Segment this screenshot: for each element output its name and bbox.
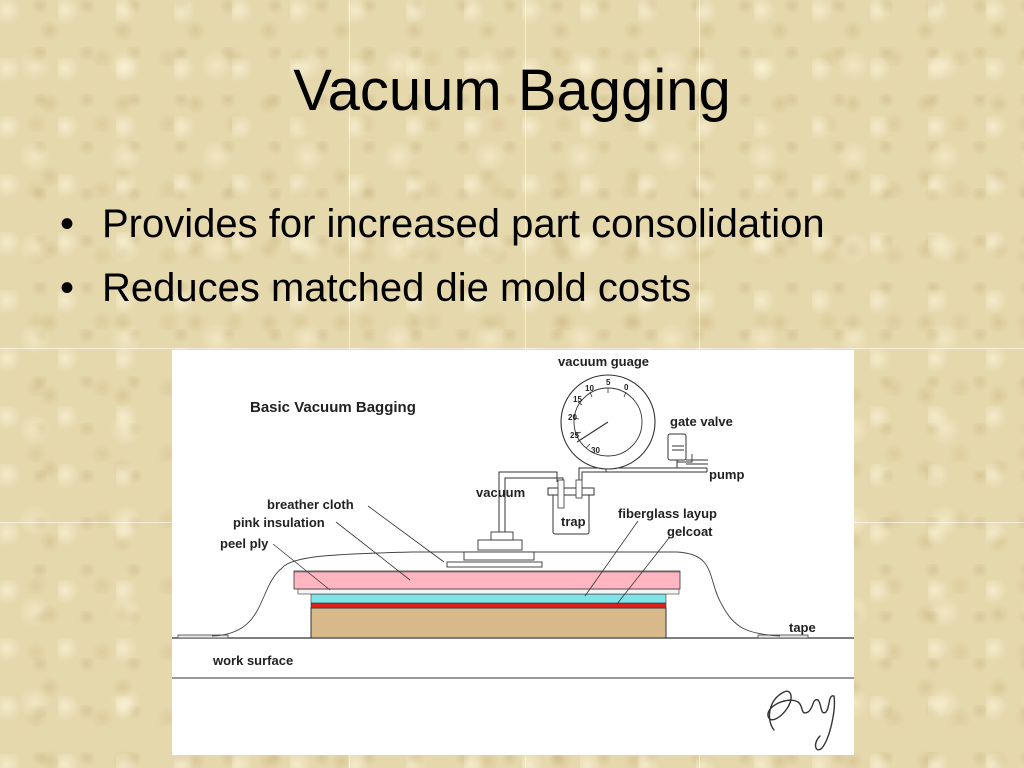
gelcoat-label: gelcoat — [667, 524, 713, 539]
bullet-list: • Provides for increased part consolidati… — [60, 192, 825, 320]
peel-ply-label: peel ply — [220, 536, 269, 551]
tape-right — [757, 634, 809, 639]
vacuum-port-flange — [463, 551, 535, 561]
bullet-text: Provides for increased part consolidatio… — [102, 202, 825, 246]
vacuum-gauge-label: vacuum guage — [558, 354, 649, 369]
fiberglass-layup-label: fiberglass layup — [618, 506, 717, 521]
pump-label: pump — [709, 467, 744, 482]
vacuum-port-base — [446, 561, 543, 568]
gauge-tick-label: 0 — [624, 383, 629, 392]
slide-title: Vacuum Bagging — [293, 58, 731, 123]
vacuum-port-neck — [477, 539, 523, 551]
bullet-text: Reduces matched die mold costs — [102, 266, 692, 310]
trap-label: trap — [561, 514, 586, 529]
trap-inlet-pipe — [557, 479, 565, 509]
gauge-tick-label: 10 — [585, 384, 594, 393]
bullet-item: • Provides for increased part consolidati… — [60, 192, 825, 256]
bullet-dot-icon: • — [60, 202, 75, 246]
vacuum-hose — [498, 471, 558, 532]
trap-outlet-pipe — [575, 479, 583, 499]
leader-lines — [272, 505, 670, 605]
peel-ply-layer — [297, 588, 680, 595]
work-surface-label: work surface — [212, 653, 293, 668]
gate-valve-handle — [672, 445, 684, 451]
vacuum-port-nut — [490, 531, 514, 541]
fiberglass-layup-layer — [310, 593, 667, 604]
gate-valve-body — [667, 433, 687, 461]
gauge-tick-marks — [573, 388, 627, 449]
gauge-tick-label: 25 — [570, 431, 579, 440]
gauge-tick-label: 30 — [591, 446, 600, 455]
bullet-dot-icon: • — [60, 266, 75, 310]
gauge-tick-label: 15 — [573, 395, 582, 404]
vacuum-label: vacuum — [476, 485, 525, 500]
breather-cloth-label: breather cloth — [267, 497, 354, 512]
pink-insulation-layer — [293, 570, 681, 590]
trap-lid — [547, 487, 595, 496]
vacuum-bag-film — [211, 551, 781, 637]
tape-label: tape — [789, 620, 816, 635]
mold-block — [310, 607, 667, 639]
pump-line — [676, 454, 693, 466]
figure-title: Basic Vacuum Bagging — [250, 399, 416, 416]
pump-line — [581, 471, 707, 480]
tape-left — [177, 634, 229, 639]
pink-insulation-label: pink insulation — [233, 515, 325, 530]
gate-valve-label: gate valve — [670, 414, 733, 429]
vacuum-bagging-diagram: 5 0 10 15 20 25 30 Basic Vacuum Bagging … — [172, 350, 854, 755]
bullet-item: • Reduces matched die mold costs — [60, 256, 825, 320]
author-signature — [767, 690, 836, 751]
gauge-tick-label: 20 — [568, 413, 577, 422]
vacuum-gauge-needle — [576, 421, 609, 443]
gauge-tick-label: 5 — [606, 378, 611, 387]
gelcoat-layer — [310, 602, 667, 609]
